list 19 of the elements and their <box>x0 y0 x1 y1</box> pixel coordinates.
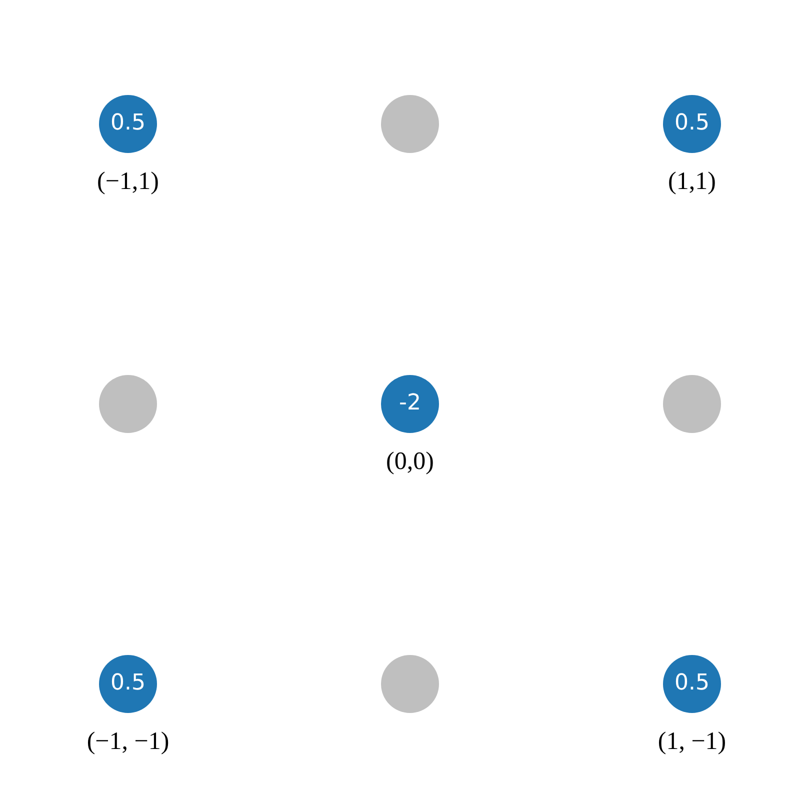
value-circle <box>663 95 721 153</box>
node-value: 0.5 <box>110 672 146 695</box>
empty-circle <box>663 375 721 433</box>
node-value: 0.5 <box>674 672 710 695</box>
coordinate-label: (1,1) <box>668 169 716 194</box>
node-value: 0.5 <box>674 112 710 135</box>
empty-circle <box>381 95 439 153</box>
coordinate-label: (0,0) <box>386 449 434 474</box>
coordinate-label: (1, −1) <box>658 729 726 754</box>
coordinate-label: (−1, −1) <box>86 729 170 754</box>
value-circle <box>99 95 157 153</box>
empty-circle <box>381 655 439 713</box>
value-circle <box>99 655 157 713</box>
node-value: -2 <box>399 392 421 415</box>
coordinate-label: (−1,1) <box>97 169 159 194</box>
empty-circle <box>99 375 157 433</box>
value-circle <box>381 375 439 433</box>
node-value: 0.5 <box>110 112 146 135</box>
value-circle <box>663 655 721 713</box>
